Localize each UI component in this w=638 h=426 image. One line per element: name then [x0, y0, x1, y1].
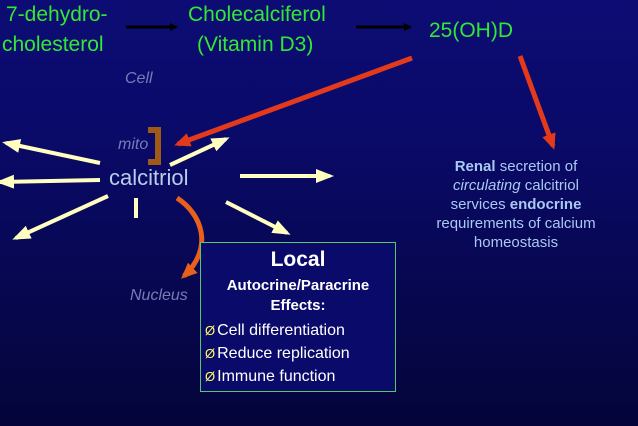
renal-italic: circulating [453, 177, 521, 194]
renal-text-2: calcitriol services [450, 177, 579, 213]
mito-organelle [148, 127, 161, 165]
renal-description: Renal secretion of circulating calcitrio… [426, 157, 606, 252]
arrow-25ohd-to-renal [517, 55, 556, 150]
local-effects-subtitle-2: Effects: [270, 297, 326, 314]
arrow-25ohd-to-mito [174, 55, 413, 147]
metabolite-label: 25(OH)D [429, 19, 514, 42]
arrow-calcitriol-left [0, 174, 101, 189]
bullet-text: Reduce replication [217, 345, 350, 362]
local-effects-subtitle-1: Autocrine/Paracrine [226, 277, 370, 294]
renal-bold: Renal [454, 158, 496, 175]
local-effects-title: Local [270, 248, 326, 271]
arrow-calcitriol-up-left [2, 139, 101, 165]
cholecalciferol-label-line2: (Vitamin D3) [197, 33, 314, 56]
arrow-calcitriol-up-right [169, 137, 230, 167]
arrow-calcitriol-down-right [225, 200, 291, 235]
cell-label: Cell [125, 70, 153, 87]
arrow-bullet-icon: Ø [205, 369, 216, 384]
arrow-bullet-icon: Ø [205, 346, 216, 361]
mito-label: mito [118, 136, 149, 153]
arrow-bullet-icon: Ø [205, 323, 216, 338]
precursor-label-line1: 7-dehydro- [6, 3, 108, 26]
calcitriol-label: calcitriol [109, 165, 189, 190]
arrow-calcitriol-to-nucleus [175, 195, 205, 279]
bullet-text: Cell differentiation [217, 322, 345, 339]
precursor-label-line2: cholesterol [2, 33, 104, 56]
local-effects-box [200, 242, 396, 392]
renal-text-1: secretion of [495, 158, 578, 175]
arrow-calcitriol-down-left [12, 194, 109, 240]
nucleus-label: Nucleus [130, 287, 188, 304]
renal-text-3: requirements of calcium homeostasis [436, 215, 596, 251]
endocrine-bold: endocrine [509, 196, 582, 213]
bullet-text: Immune function [217, 368, 336, 385]
cholecalciferol-label-line1: Cholecalciferol [188, 3, 326, 26]
